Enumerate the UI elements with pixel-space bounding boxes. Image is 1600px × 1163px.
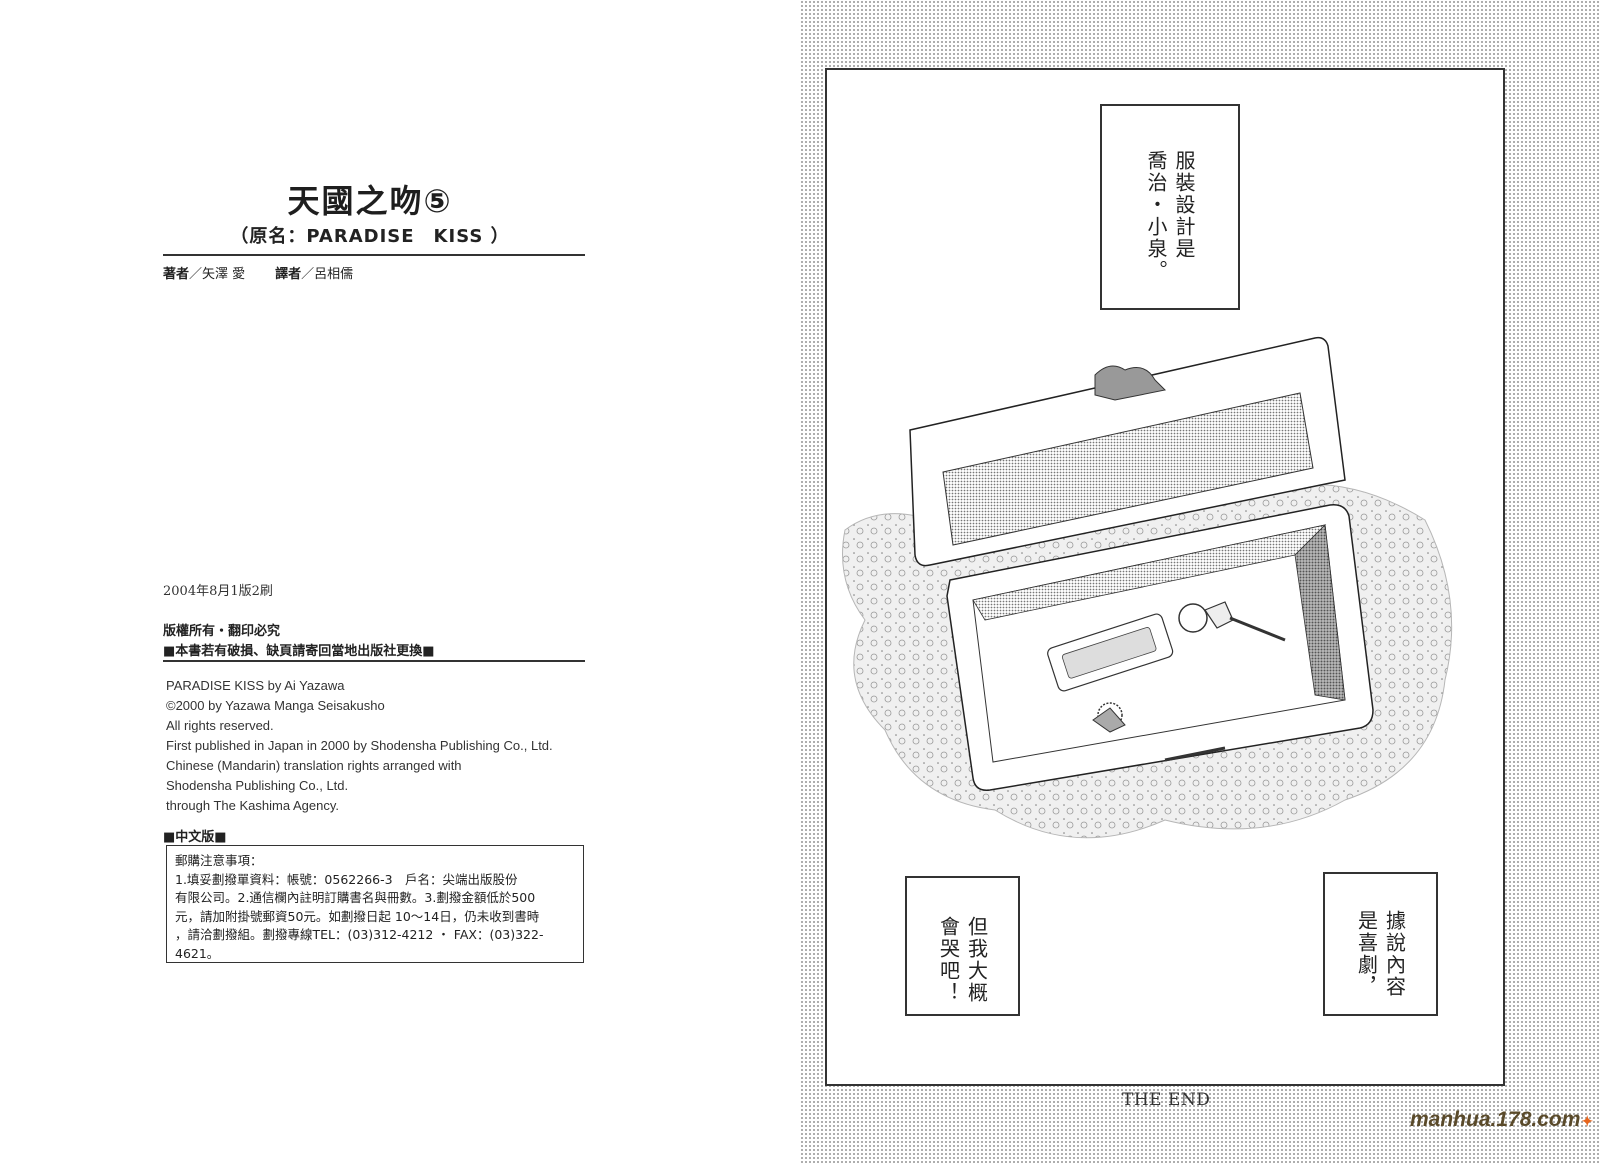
credit-line: Shodensha Publishing Co., Ltd.: [166, 778, 349, 793]
key-ring-icon: [1178, 603, 1208, 633]
divider: [163, 254, 585, 256]
caption-line: 是喜劇，: [1354, 910, 1379, 998]
caption-line: 據說內容: [1382, 910, 1407, 998]
translator-credit: 譯者／呂相儒: [275, 267, 354, 282]
brooch-icon: [1092, 702, 1126, 733]
caption-line: 服裝設計是: [1172, 150, 1196, 260]
front-clasp-icon: [1164, 746, 1226, 762]
the-end-label: THE END: [1122, 1090, 1211, 1110]
credit-line: through The Kashima Agency.: [166, 798, 339, 813]
caption-line: 喬治・小泉。: [1144, 150, 1168, 282]
divider: [163, 660, 585, 662]
credit-line: First published in Japan in 2000 by Shod…: [166, 738, 553, 753]
jewelry-box-illustration: [842, 336, 1453, 839]
mail-order-line: ，請洽劃撥組。劃撥專線TEL：(03)312-4212 ・ FAX：(03)32…: [175, 927, 544, 942]
book-title: 天國之吻⑤: [287, 182, 453, 220]
damage-notice: ■本書若有破損、缺頁請寄回當地出版社更換■: [163, 644, 435, 659]
mail-order-line: 4621。: [175, 945, 220, 961]
chinese-edition-label: ■中文版■: [163, 830, 227, 845]
credit-line: Chinese (Mandarin) translation rights ar…: [166, 758, 462, 773]
caption-line: 會哭吧！: [936, 916, 961, 1004]
credit-line: PARADISE KISS by Ai Yazawa: [166, 678, 345, 693]
site-watermark: manhua.178.com✦: [1410, 1108, 1593, 1132]
caption-line: 但我大概: [964, 916, 989, 1004]
box-lid: [909, 336, 1346, 567]
mail-order-line: 元，請加附掛號郵資50元。如劃撥日起 10～14日，仍未收到書時: [175, 908, 540, 924]
english-credits: PARADISE KISS by Ai Yazawa ©2000 by Yaza…: [166, 676, 553, 816]
rights-notice: 版權所有・翻印必究: [163, 624, 281, 639]
speech-box-top: 服裝設計是 喬治・小泉。: [1100, 104, 1240, 310]
mail-order-heading: 郵購注意事項：: [175, 853, 263, 868]
credits: 著者／矢澤 愛 譯者／呂相儒: [163, 263, 353, 282]
edition-date: 2004年8月1版2刷: [163, 584, 273, 599]
mail-order-line: 1.填妥劃撥單資料：帳號：0562266-3 戶名：尖端出版股份: [175, 871, 518, 887]
original-title: （原名：PARADISE KISS ）: [230, 226, 510, 247]
colophon-page: 天國之吻⑤ （原名：PARADISE KISS ） 著者／矢澤 愛 譯者／呂相儒…: [163, 182, 585, 963]
star-icon: ✦: [1581, 1113, 1594, 1129]
watermark-text: manhua.178.com: [1410, 1108, 1581, 1131]
box-base: [946, 503, 1374, 791]
credit-line: All rights reserved.: [166, 718, 274, 733]
mail-order-notice: 郵購注意事項： 1.填妥劃撥單資料：帳號：0562266-3 戶名：尖端出版股份…: [166, 845, 584, 963]
clasp-icon: [1094, 365, 1167, 401]
mail-order-line: 有限公司。2.通信欄內註明訂購書名與冊數。3.劃撥金額低於500: [175, 890, 536, 905]
credit-line: ©2000 by Yazawa Manga Seisakusho: [166, 698, 385, 713]
author-credit: 著者／矢澤 愛: [163, 267, 246, 282]
speech-box-bottom-right: 據說內容 是喜劇，: [1323, 872, 1438, 1016]
speech-box-bottom-left: 但我大概 會哭吧！: [905, 876, 1020, 1016]
